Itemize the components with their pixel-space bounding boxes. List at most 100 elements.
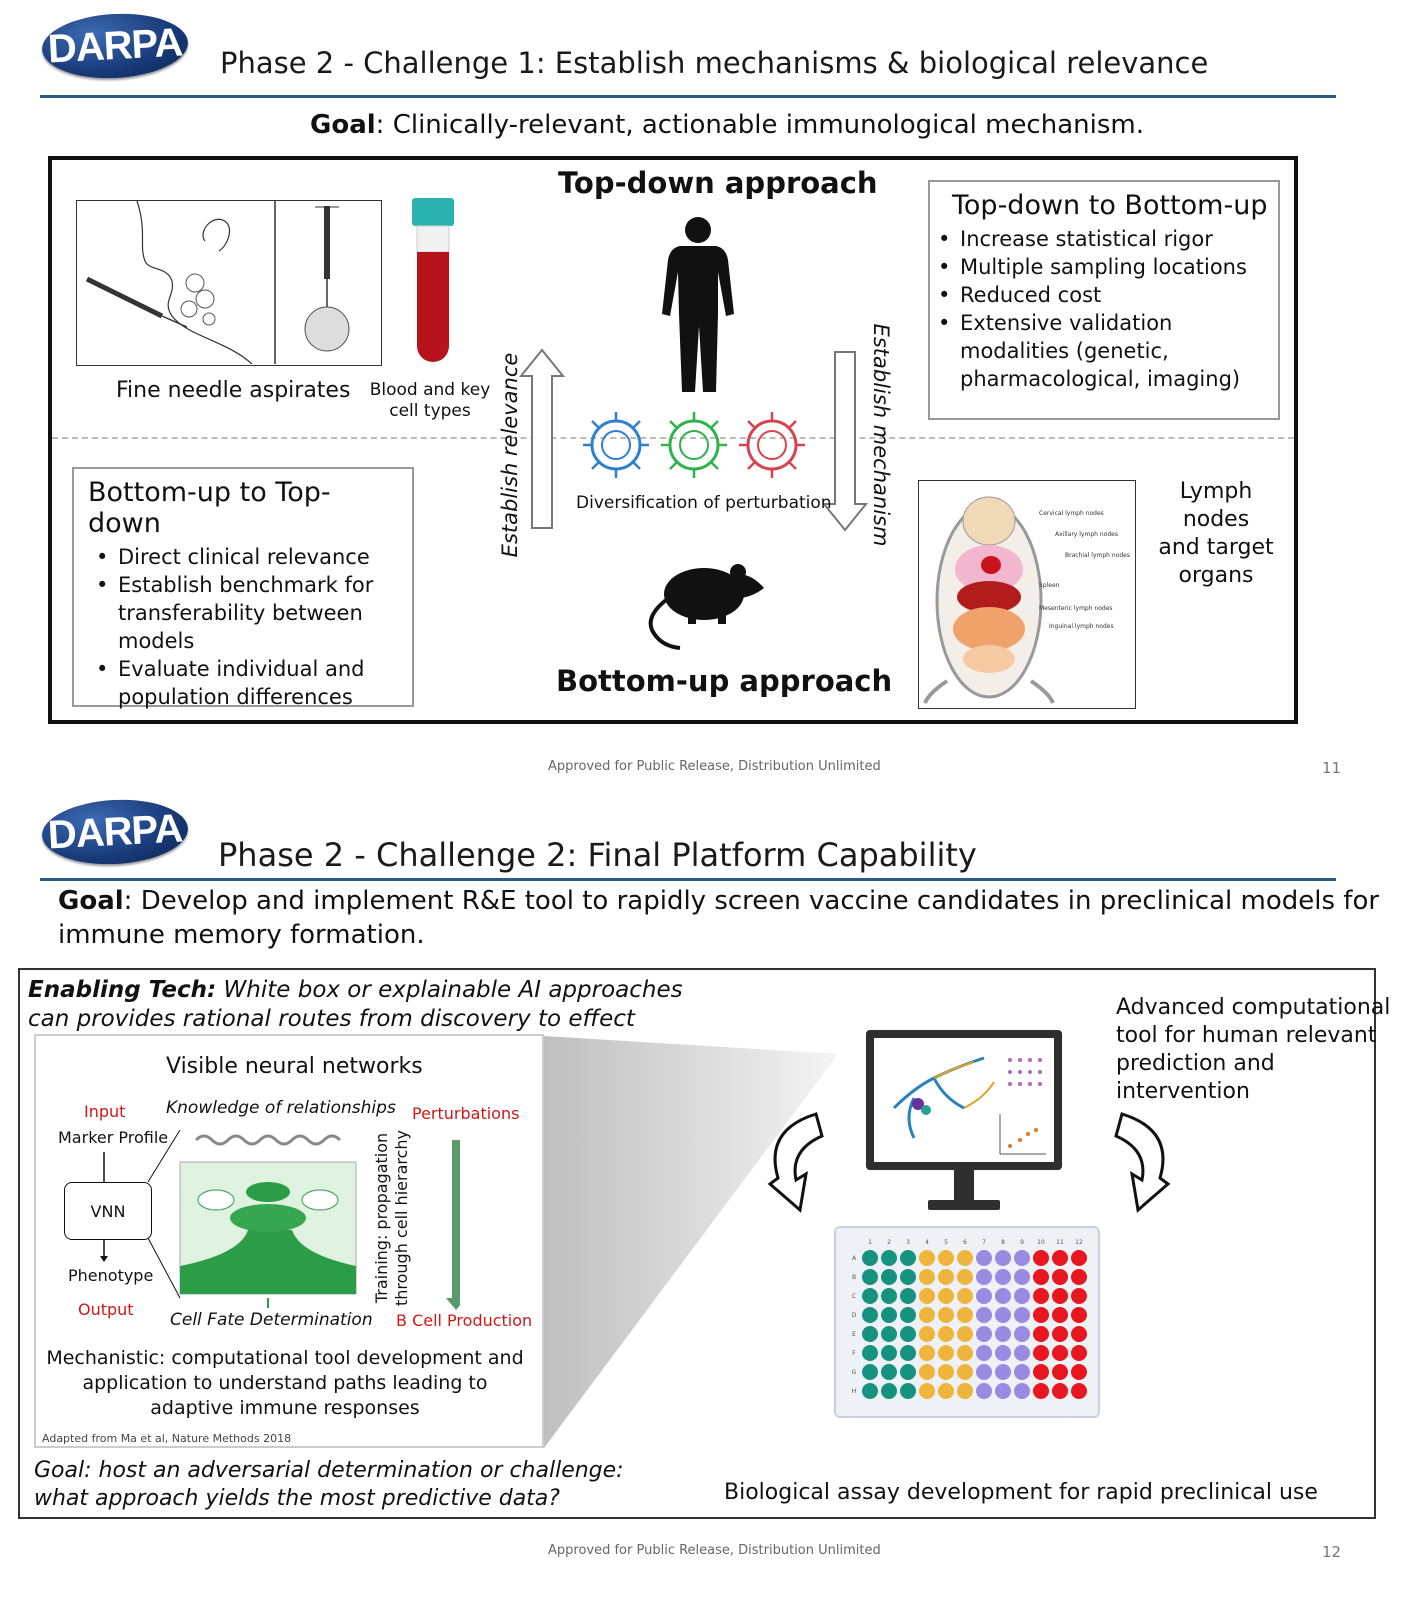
td-item: Increase statistical rigor	[938, 225, 1268, 253]
bu-to-td-box: Bottom-up to Top-down Direct clinical re…	[72, 467, 414, 709]
plate-well	[1014, 1383, 1030, 1399]
plate-well	[1052, 1326, 1068, 1342]
plate-well	[1033, 1269, 1049, 1285]
plate-well	[881, 1345, 897, 1361]
plate-well	[976, 1250, 992, 1266]
darpa-logo: DARPA	[40, 796, 190, 868]
plate-row-label: C	[852, 1293, 856, 1300]
plate-well	[1014, 1326, 1030, 1342]
plate-well	[862, 1326, 878, 1342]
plate-well	[1033, 1250, 1049, 1266]
bcell-label: B Cell Production	[396, 1311, 533, 1330]
plate-well	[957, 1383, 973, 1399]
plate-well	[1052, 1288, 1068, 1304]
plate-well	[1033, 1364, 1049, 1380]
plate-well	[919, 1364, 935, 1380]
plate-row-label: G	[852, 1369, 857, 1376]
plate-well	[957, 1269, 973, 1285]
human-silhouette-icon	[658, 214, 738, 398]
plate-col-label: 10	[1037, 1239, 1045, 1246]
advanced-tool-text: Advanced computational tool for human re…	[1116, 994, 1390, 1106]
perturbations-label: Perturbations	[412, 1104, 520, 1123]
plate-col-label: 2	[887, 1239, 891, 1246]
plate-well	[919, 1269, 935, 1285]
goal-label: Goal	[58, 886, 124, 916]
plate-well	[938, 1326, 954, 1342]
plate-well	[1014, 1288, 1030, 1304]
diversification-label: Diversification of perturbation	[576, 493, 832, 513]
challenge-frame	[48, 156, 1298, 724]
plate-well	[938, 1250, 954, 1266]
plate-well	[919, 1250, 935, 1266]
output-label: Output	[78, 1300, 134, 1319]
vnn-diagram	[100, 1130, 460, 1310]
plate-well	[919, 1288, 935, 1304]
plate-well	[938, 1288, 954, 1304]
enabling-tech: Enabling Tech: White box or explainable …	[28, 976, 683, 1034]
mouse-anatomy-drawing	[923, 496, 1055, 704]
plate-well	[1052, 1364, 1068, 1380]
goal-text: : Clinically-relevant, actionable immuno…	[375, 110, 1144, 140]
plate-row-label: A	[852, 1255, 857, 1262]
mechanistic-line: application to understand paths leading …	[82, 1372, 488, 1394]
plate-well	[976, 1383, 992, 1399]
anatomy-label: Cervical lymph nodes	[1039, 510, 1104, 517]
plate-well	[881, 1269, 897, 1285]
bu-box-title: Bottom-up to Top-down	[88, 477, 331, 539]
advanced-line: intervention	[1116, 1079, 1250, 1104]
goal-text: : Develop and implement R&E tool to rapi…	[123, 886, 1380, 916]
zoom-cone	[544, 1036, 838, 1448]
vnn-title: Visible neural networks	[166, 1054, 423, 1079]
plate-well	[881, 1383, 897, 1399]
virus-icons	[580, 408, 812, 486]
fna-label: Fine needle aspirates	[116, 378, 351, 403]
plate-row-label: E	[852, 1331, 856, 1338]
td-item: Extensive validation modalities (genetic…	[938, 309, 1268, 393]
blood-label-line-2: cell types	[389, 401, 471, 421]
bu-item: Direct clinical relevance	[96, 543, 402, 571]
plate-col-label: 7	[982, 1239, 986, 1246]
slide-goal: Goal: Develop and implement R&E tool to …	[58, 884, 1379, 952]
slide-title: Phase 2 - Challenge 2: Final Platform Ca…	[218, 836, 977, 874]
anatomy-labels: Cervical lymph nodes Axillary lymph node…	[1039, 497, 1130, 643]
plate-col-label: 1	[868, 1239, 872, 1246]
plate-well	[862, 1250, 878, 1266]
mechanistic-line: adaptive immune responses	[150, 1397, 420, 1419]
plate-well	[1052, 1307, 1068, 1323]
screen-plots	[892, 1056, 1046, 1155]
monitor-screen	[874, 1038, 1054, 1162]
monitor-icon	[866, 1030, 1062, 1170]
goal-question-line: Goal: host an adversarial determination …	[34, 1458, 624, 1483]
mouse-anatomy-illustration: Cervical lymph nodes Axillary lymph node…	[918, 480, 1136, 709]
lymph-label-line: organs	[1178, 563, 1254, 588]
plate-well	[919, 1345, 935, 1361]
bu-box-list: Direct clinical relevance Establish benc…	[88, 543, 402, 711]
plate-well	[1014, 1345, 1030, 1361]
plate-well	[881, 1364, 897, 1380]
blood-label-line-1: Blood and key	[369, 380, 491, 400]
plate-col-label: 12	[1075, 1239, 1083, 1246]
td-box-title: Top-down to Bottom-up	[952, 190, 1268, 221]
plate-well	[938, 1269, 954, 1285]
topdown-heading: Top-down approach	[558, 166, 878, 200]
plate-well	[1071, 1383, 1087, 1399]
lymph-label: Lymph nodes and target organs	[1146, 478, 1286, 590]
plate-well	[976, 1326, 992, 1342]
plate-well	[919, 1326, 935, 1342]
plate-well	[957, 1326, 973, 1342]
plate-well	[938, 1307, 954, 1323]
knowledge-label: Knowledge of relationships	[166, 1098, 396, 1118]
plate-well	[976, 1364, 992, 1380]
anatomy-label: Inguinal lymph nodes	[1049, 623, 1114, 630]
enabling-text: White box or explainable AI approaches	[216, 977, 683, 1003]
advanced-line: prediction and	[1116, 1051, 1275, 1076]
plate-well	[862, 1383, 878, 1399]
bottomup-heading: Bottom-up approach	[556, 664, 893, 698]
plate-well	[995, 1307, 1011, 1323]
mechanistic-line: Mechanistic: computational tool developm…	[46, 1347, 524, 1369]
plate-well	[900, 1250, 916, 1266]
plate-well	[995, 1364, 1011, 1380]
td-box-list: Increase statistical rigor Multiple samp…	[938, 225, 1268, 393]
plate-well	[995, 1326, 1011, 1342]
slide-goal: Goal: Clinically-relevant, actionable im…	[310, 110, 1144, 140]
